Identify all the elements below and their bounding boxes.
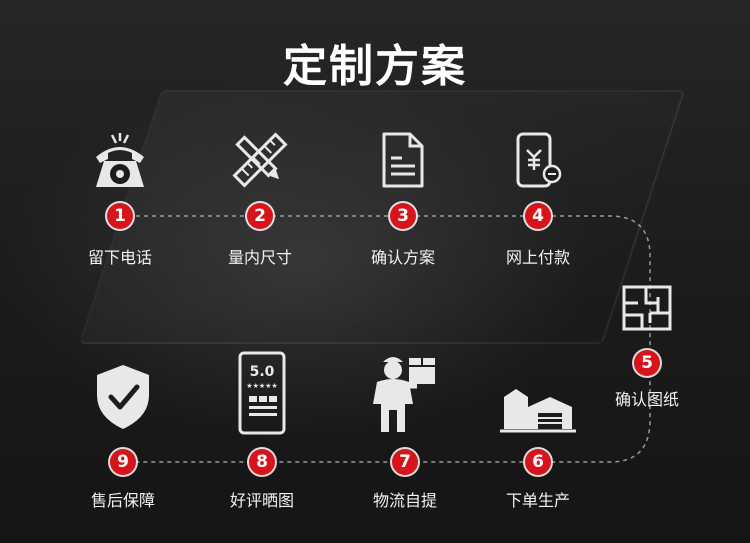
step-9 [63,362,183,432]
step-7 [345,352,465,436]
step-3-label: 确认方案 [370,248,435,267]
rating-score: 5.0 [249,364,275,380]
step-3-badge: 3 [390,203,416,229]
document-icon [343,125,463,195]
step-6 [478,370,598,440]
step-7-label: 物流自提 [372,491,437,510]
ruler-pencil-icon [200,125,320,195]
step-1 [60,125,180,195]
rating-phone-icon: 5.0 ★★★★★ [202,350,322,436]
step-5-label: 确认图纸 [614,390,679,409]
step-2-badge: 2 [247,203,273,229]
step-8: 5.0 ★★★★★ [202,350,322,436]
step-7-badge: 7 [392,449,418,475]
step-4-label: 网上付款 [505,248,570,267]
step-6-badge: 6 [525,449,551,475]
step-1-label: 留下电话 [87,248,152,267]
step-6-label: 下单生产 [505,491,570,510]
step-9-badge: 9 [110,449,136,475]
step-9-label: 售后保障 [90,491,155,510]
step-5 [587,278,707,338]
step-2 [200,125,320,195]
page-title: 定制方案 [283,41,467,92]
floor-plan-icon [587,278,707,338]
mobile-payment-icon [478,125,598,195]
step-2-label: 量内尺寸 [227,248,292,267]
step-4-badge: 4 [525,203,551,229]
step-5-badge: 5 [634,350,660,376]
step-8-label: 好评晒图 [229,491,294,510]
rating-stars: ★★★★★ [246,382,278,390]
shield-check-icon [63,362,183,432]
step-4 [478,125,598,195]
step-1-badge: 1 [107,203,133,229]
telephone-icon [60,125,180,195]
factory-icon [478,370,598,440]
step-8-badge: 8 [249,449,275,475]
step-3 [343,125,463,195]
delivery-person-icon [345,352,465,436]
